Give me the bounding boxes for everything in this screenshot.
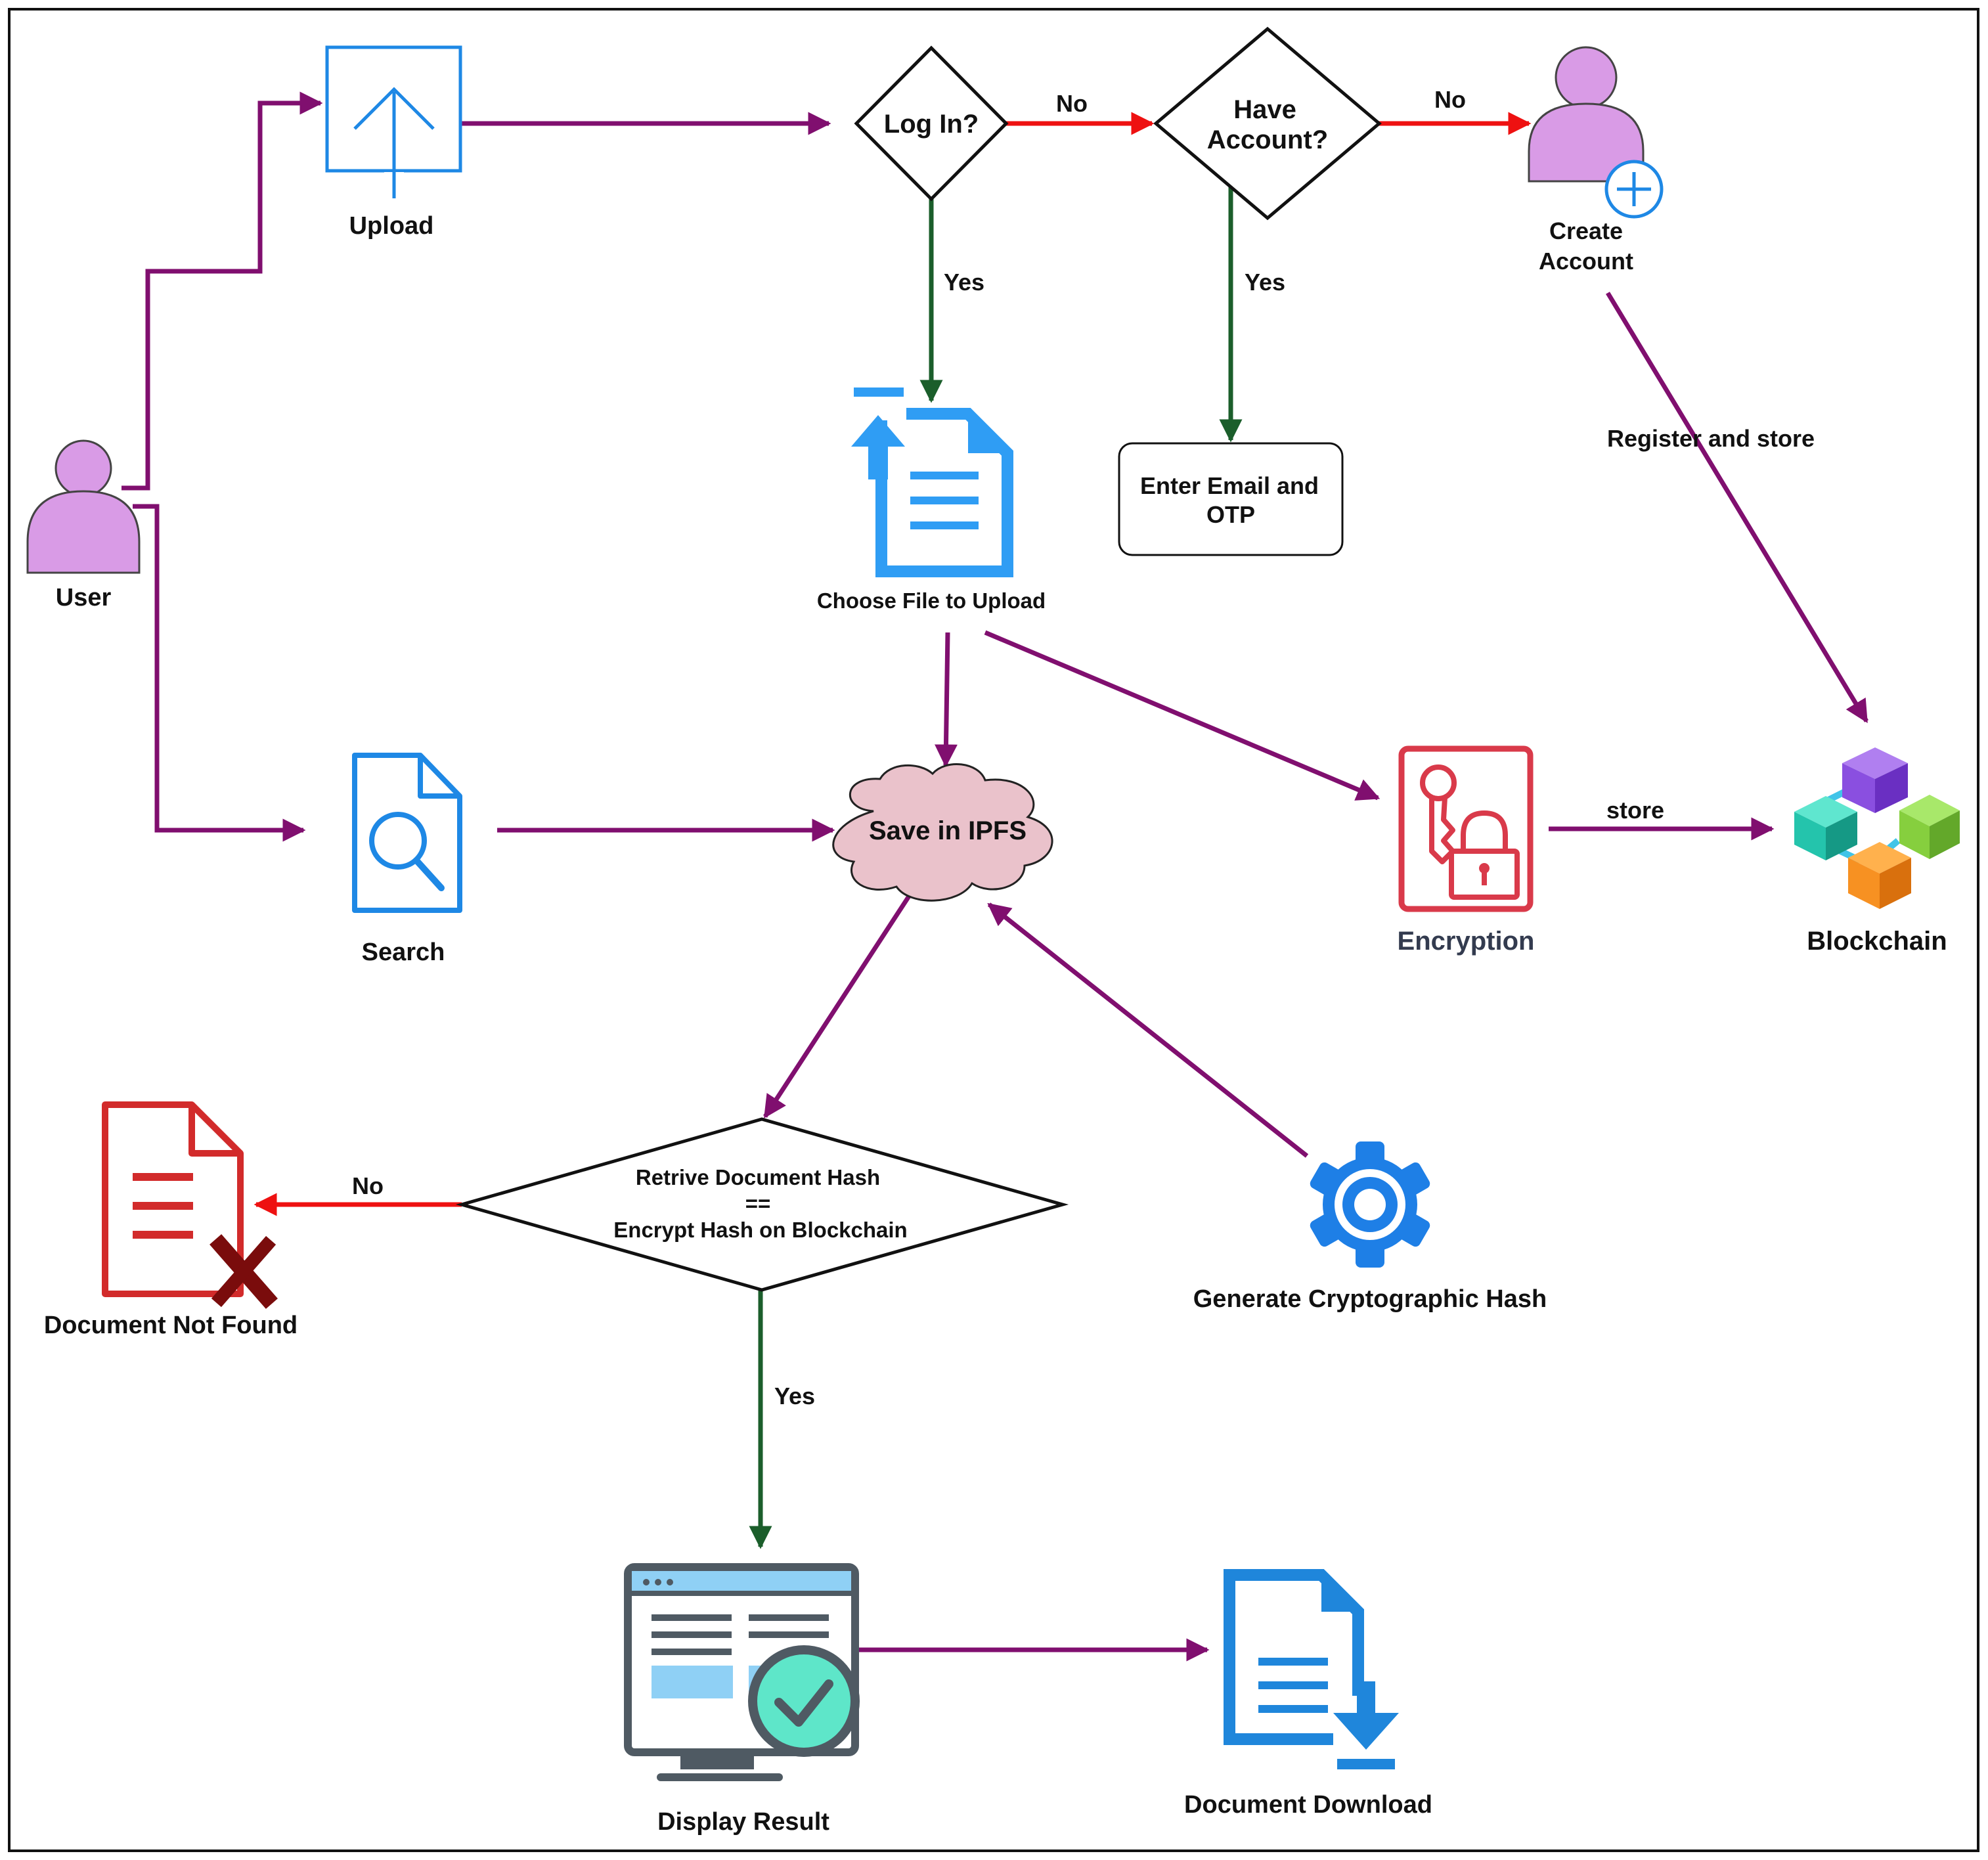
retrieve-line2: == bbox=[745, 1191, 771, 1216]
node-hash: Generate Cryptographic Hash bbox=[1193, 1141, 1547, 1313]
node-blockchain: Blockchain bbox=[1794, 747, 1960, 956]
node-ipfs: Save in IPFS bbox=[832, 763, 1053, 902]
node-download: Document Download bbox=[1184, 1569, 1432, 1819]
choose-file-label: Choose File to Upload bbox=[817, 588, 1046, 613]
ipfs-label: Save in IPFS bbox=[869, 816, 1027, 845]
display-label: Display Result bbox=[657, 1808, 829, 1836]
edge-choosefile-ipfs bbox=[934, 632, 958, 768]
retrieve-line3: Encrypt Hash on Blockchain bbox=[613, 1218, 907, 1242]
gear-icon bbox=[1310, 1141, 1430, 1268]
edge-choosefile-encryption bbox=[984, 630, 1381, 801]
edge-user-search bbox=[133, 504, 306, 842]
node-display: Display Result bbox=[624, 1563, 860, 1836]
upload-icon bbox=[325, 45, 462, 197]
edge-label-account-no: No bbox=[1434, 86, 1466, 113]
enter-email-line2: OTP bbox=[1206, 501, 1255, 528]
edges bbox=[121, 91, 1868, 1662]
edge-ipfs-retrieve bbox=[763, 894, 912, 1118]
encryption-label: Encryption bbox=[1398, 927, 1535, 956]
node-create-account: Create Account bbox=[1528, 46, 1664, 275]
retrieve-line1: Retrive Document Hash bbox=[636, 1165, 880, 1189]
file-upload-icon bbox=[851, 386, 1013, 577]
login-label: Log In? bbox=[884, 110, 979, 139]
edge-label-register-store: Register and store bbox=[1607, 425, 1815, 452]
document-x-icon bbox=[102, 1101, 278, 1309]
edge-label-login-yes: Yes bbox=[944, 269, 984, 296]
node-enter-email: Enter Email and OTP bbox=[1118, 442, 1344, 556]
decision-login: Log In? bbox=[854, 45, 1009, 202]
edge-label-account-yes: Yes bbox=[1245, 269, 1285, 296]
node-user: User bbox=[26, 439, 141, 611]
upload-label: Upload bbox=[349, 212, 434, 240]
edge-create-blockchain bbox=[1606, 292, 1868, 723]
decision-retrieve: Retrive Document Hash == Encrypt Hash on… bbox=[455, 1117, 1069, 1292]
enter-email-line1: Enter Email and bbox=[1140, 472, 1319, 499]
node-not-found: Document Not Found bbox=[44, 1101, 298, 1339]
edge-label-login-no: No bbox=[1056, 90, 1088, 117]
node-encryption: Encryption bbox=[1398, 745, 1535, 956]
edge-label-store: store bbox=[1606, 797, 1664, 824]
node-upload: Upload bbox=[325, 45, 462, 240]
edge-hash-ipfs bbox=[987, 902, 1309, 1158]
diagram-frame bbox=[8, 8, 1979, 1852]
decision-have-account: Have Account? bbox=[1153, 26, 1382, 221]
node-choose-file: Choose File to Upload bbox=[817, 386, 1046, 613]
key-lock-icon bbox=[1398, 745, 1534, 912]
document-download-icon bbox=[1224, 1569, 1399, 1769]
search-label: Search bbox=[362, 939, 445, 966]
download-label: Document Download bbox=[1184, 1791, 1432, 1819]
edge-label-retrieve-yes: Yes bbox=[774, 1383, 815, 1409]
edge-user-upload bbox=[121, 91, 323, 491]
cloud-icon bbox=[832, 763, 1053, 902]
edge-label-retrieve-no: No bbox=[352, 1172, 384, 1199]
user-label: User bbox=[56, 584, 112, 611]
user-icon bbox=[26, 439, 141, 574]
have-account-line2: Account? bbox=[1207, 125, 1328, 154]
user-add-icon bbox=[1528, 46, 1664, 219]
create-account-line2: Account bbox=[1539, 248, 1633, 275]
blockchain-cubes-icon bbox=[1794, 747, 1960, 909]
create-account-line1: Create bbox=[1549, 217, 1623, 244]
hash-label: Generate Cryptographic Hash bbox=[1193, 1285, 1547, 1313]
node-search: Search bbox=[352, 753, 462, 966]
blockchain-label: Blockchain bbox=[1807, 927, 1947, 956]
have-account-line1: Have bbox=[1233, 95, 1296, 124]
monitor-check-icon bbox=[624, 1563, 860, 1781]
document-search-icon bbox=[352, 753, 462, 913]
not-found-label: Document Not Found bbox=[44, 1312, 298, 1339]
